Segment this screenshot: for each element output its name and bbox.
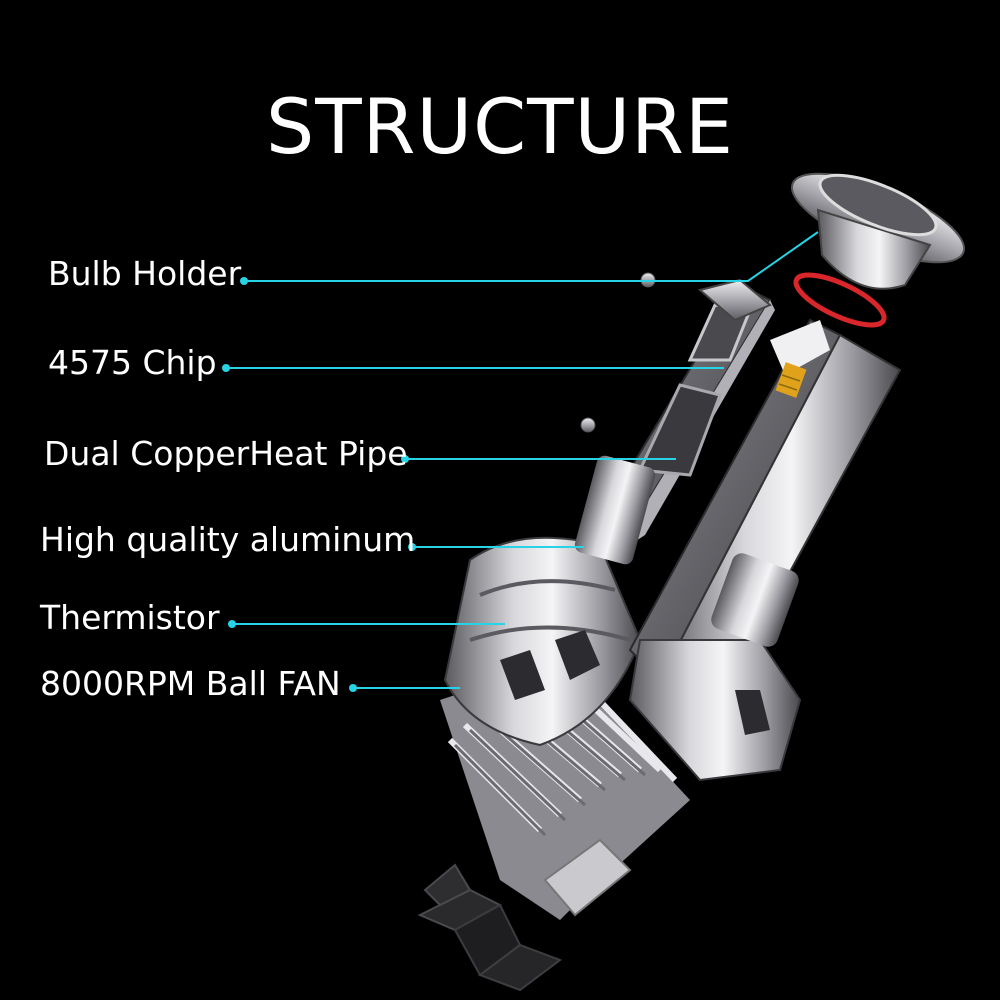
leader-fan [349,684,460,692]
seal-ring [793,272,887,328]
label-chip: 4575 Chip [48,343,217,382]
leader-chip [222,364,724,372]
bulb-holder-part [790,172,966,290]
fan-part [417,863,563,992]
leader-lines [222,231,819,692]
right-housing [628,318,902,782]
label-thermistor: Thermistor [40,598,220,637]
page-title: STRUCTURE [265,82,735,171]
leader-aluminum [408,543,584,551]
label-heat-pipe: Dual CopperHeat Pipe [44,434,408,473]
aluminum-body-left [443,536,642,747]
screw-middle [580,417,596,433]
leader-heat-pipe [401,455,676,463]
left-housing [574,278,775,565]
label-fan: 8000RPM Ball FAN [40,664,341,703]
led-chip [775,362,807,398]
label-bulb-holder: Bulb Holder [48,254,242,293]
label-aluminum: High quality aluminum [40,520,416,559]
leader-bulb-holder [240,231,819,285]
leader-thermistor [228,620,505,628]
